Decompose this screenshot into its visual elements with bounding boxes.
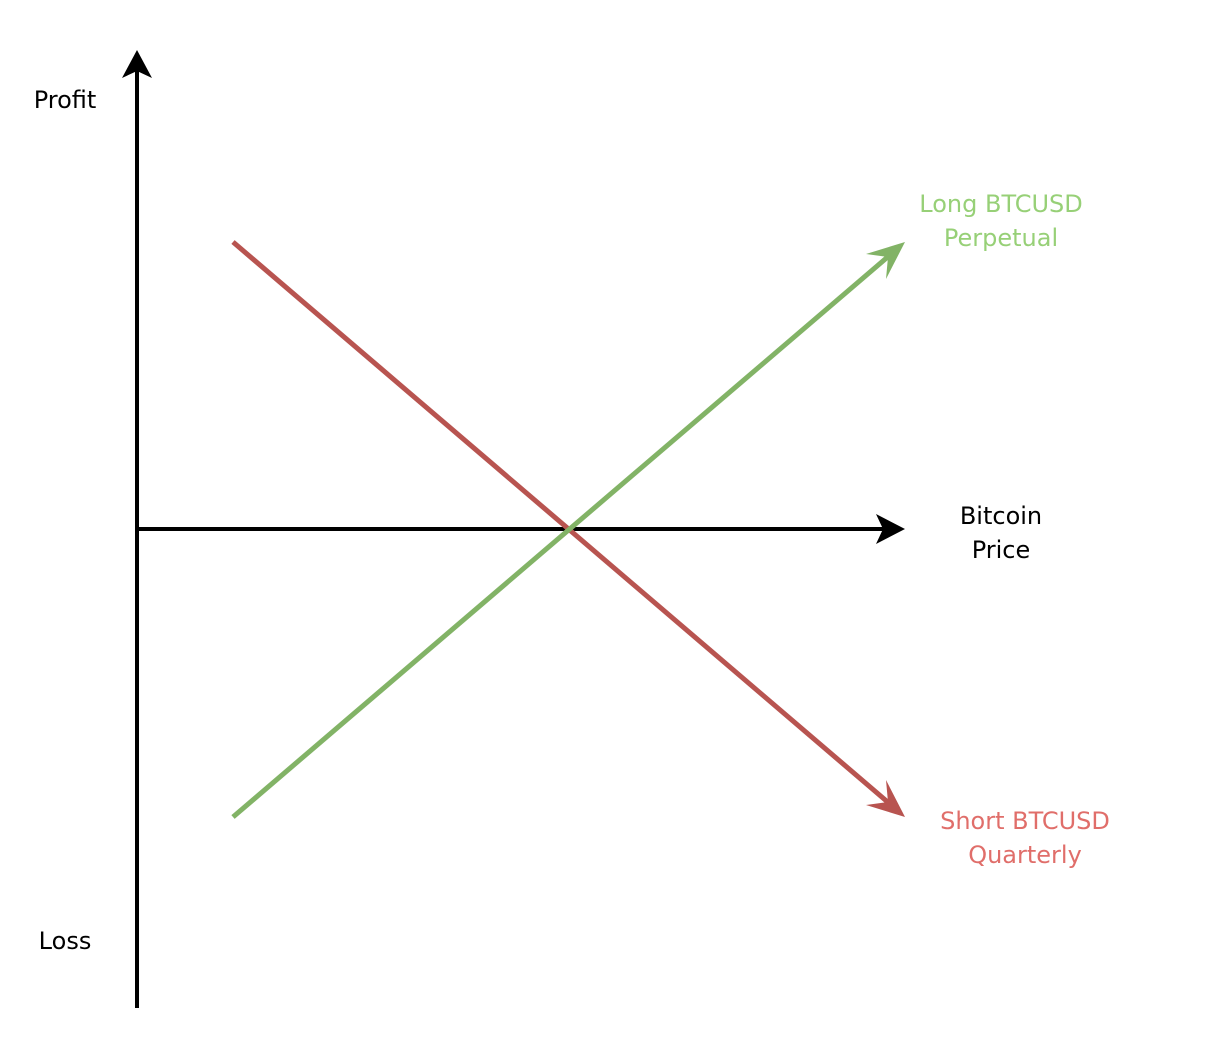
y-axis-arrow-icon (122, 50, 152, 78)
short-series-label: Short BTCUSD Quarterly (940, 804, 1110, 872)
x-axis-label-line1: Bitcoin (959, 502, 1043, 530)
short-label-line1: Short BTCUSD (940, 807, 1110, 835)
loss-label: Loss (38, 927, 92, 955)
short-arrow-icon (866, 780, 905, 817)
x-axis-label: Bitcoin Price (960, 499, 1042, 567)
short-quarterly-line (231, 240, 892, 806)
long-label-line1: Long BTCUSD (919, 190, 1083, 218)
profit-label: Profit (33, 86, 97, 114)
long-arrow-icon (866, 242, 905, 279)
long-series-label: Long BTCUSD Perpetual (919, 187, 1082, 255)
long-label-line2: Perpetual (943, 224, 1059, 252)
x-axis-arrow-icon (876, 514, 905, 544)
short-label-line2: Quarterly (968, 841, 1082, 869)
x-axis-label-line2: Price (971, 536, 1031, 564)
long-perpetual-line (231, 253, 892, 819)
